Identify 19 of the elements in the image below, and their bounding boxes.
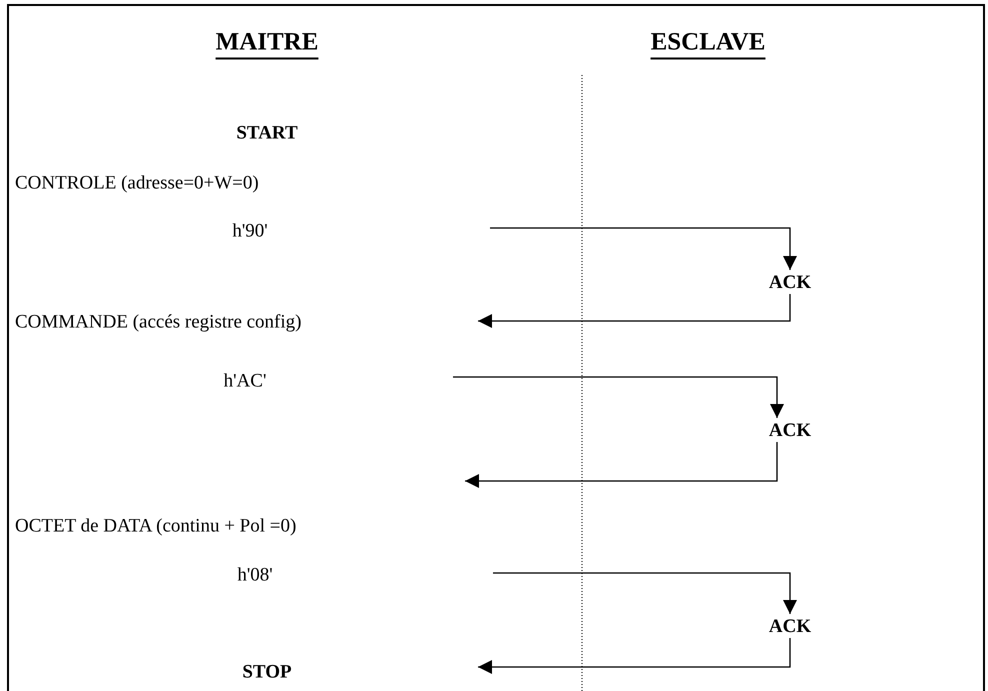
arrow	[493, 572, 797, 614]
column-heading: MAITRE	[216, 30, 318, 54]
message-label: COMMANDE (accés registre config)	[15, 312, 302, 332]
ack-label: ACK	[760, 614, 820, 638]
message-label: OCTET de DATA (continu + Pol =0)	[15, 516, 296, 536]
arrow	[465, 442, 778, 488]
ack-label: ACK	[760, 418, 820, 442]
message-label: h'08'	[237, 566, 273, 584]
column-heading: ESCLAVE	[650, 30, 766, 54]
ack-label: ACK	[760, 270, 820, 294]
arrow	[478, 638, 791, 674]
arrow	[453, 376, 784, 418]
message-label: h'AC'	[224, 372, 266, 390]
arrow	[490, 227, 797, 270]
message-label: STOP	[242, 662, 292, 682]
message-label: h'90'	[232, 222, 268, 240]
message-label: CONTROLE (adresse=0+W=0)	[15, 174, 259, 192]
arrow	[478, 294, 791, 328]
message-label: START	[236, 124, 298, 142]
